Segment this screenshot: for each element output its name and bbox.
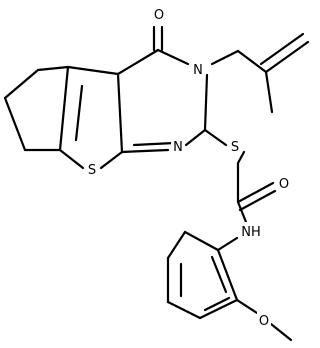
thiophene-sulfur-label: S <box>88 163 96 178</box>
carbonyl-oxygen-label: O <box>154 8 164 23</box>
ring-nitrogen-label: N <box>193 63 203 78</box>
cyclopentane-ring <box>3 65 70 152</box>
methoxy-oxygen-label: O <box>259 314 269 329</box>
atom-labels: O N N S S O NH O <box>85 5 291 329</box>
thioether-sulfur-label: S <box>231 140 239 155</box>
methallyl-group <box>210 32 310 114</box>
imine-nitrogen-label: N <box>173 140 183 155</box>
carbonyl-group <box>152 25 164 52</box>
thiophene-ring <box>58 65 124 170</box>
amide-oxygen-label: O <box>279 177 289 192</box>
thioacetamide-chain <box>203 128 277 252</box>
pyrimidinone-ring <box>116 48 209 154</box>
amide-nh-label: NH <box>241 225 261 240</box>
methoxyphenyl-ring <box>166 230 293 342</box>
